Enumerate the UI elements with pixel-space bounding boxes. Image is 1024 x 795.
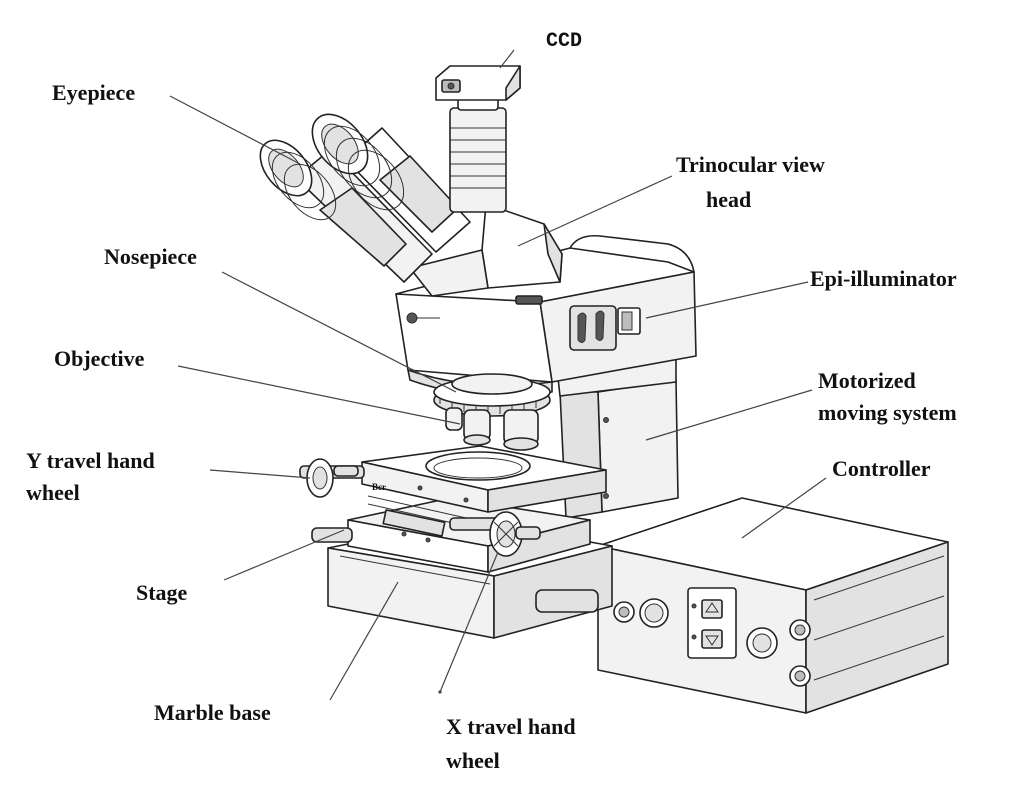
controller-box	[597, 497, 949, 714]
label-motorized-line2: moving system	[818, 400, 957, 425]
objectives	[445, 407, 539, 451]
ccd-camera	[435, 65, 521, 101]
down-arrow-button-icon	[701, 629, 723, 649]
label-y-wheel-line2: wheel	[26, 480, 80, 505]
eyepiece-right	[311, 113, 405, 211]
label-controller: Controller	[832, 456, 931, 481]
label-x-wheel-line2: wheel	[446, 748, 500, 773]
label-nosepiece: Nosepiece	[104, 244, 197, 269]
trinocular-head	[409, 203, 563, 297]
label-ccd: CCD	[546, 30, 582, 53]
label-objective: Objective	[54, 346, 145, 371]
label-eyepiece: Eyepiece	[52, 80, 135, 105]
leader-lines	[169, 49, 827, 701]
label-stage: Stage	[136, 580, 188, 605]
x-travel-hand-wheel	[449, 511, 541, 557]
label-x-wheel-line1: X travel hand	[446, 714, 576, 739]
ccd-tube	[449, 95, 507, 213]
label-motorized-line1: Motorized	[818, 368, 916, 393]
label-trinocular-line1: Trinocular view	[676, 152, 825, 177]
y-travel-hand-wheel	[299, 458, 365, 498]
direction-buttons-panel	[687, 587, 737, 659]
label-y-wheel-line1: Y travel hand	[26, 448, 155, 473]
epi-slot-panel	[569, 305, 617, 351]
nosepiece	[433, 373, 551, 417]
labels: CCD Eyepiece Trinocular view head Epi-il…	[26, 30, 957, 773]
svg-text:Bcr: Bcr	[372, 482, 386, 492]
label-epi-illuminator: Epi-illuminator	[810, 266, 957, 291]
label-marble-base: Marble base	[154, 700, 271, 725]
base-shaft	[535, 589, 599, 613]
up-arrow-button-icon	[701, 599, 723, 619]
eyepiece-left	[259, 139, 337, 221]
label-trinocular-line2: head	[706, 187, 751, 212]
